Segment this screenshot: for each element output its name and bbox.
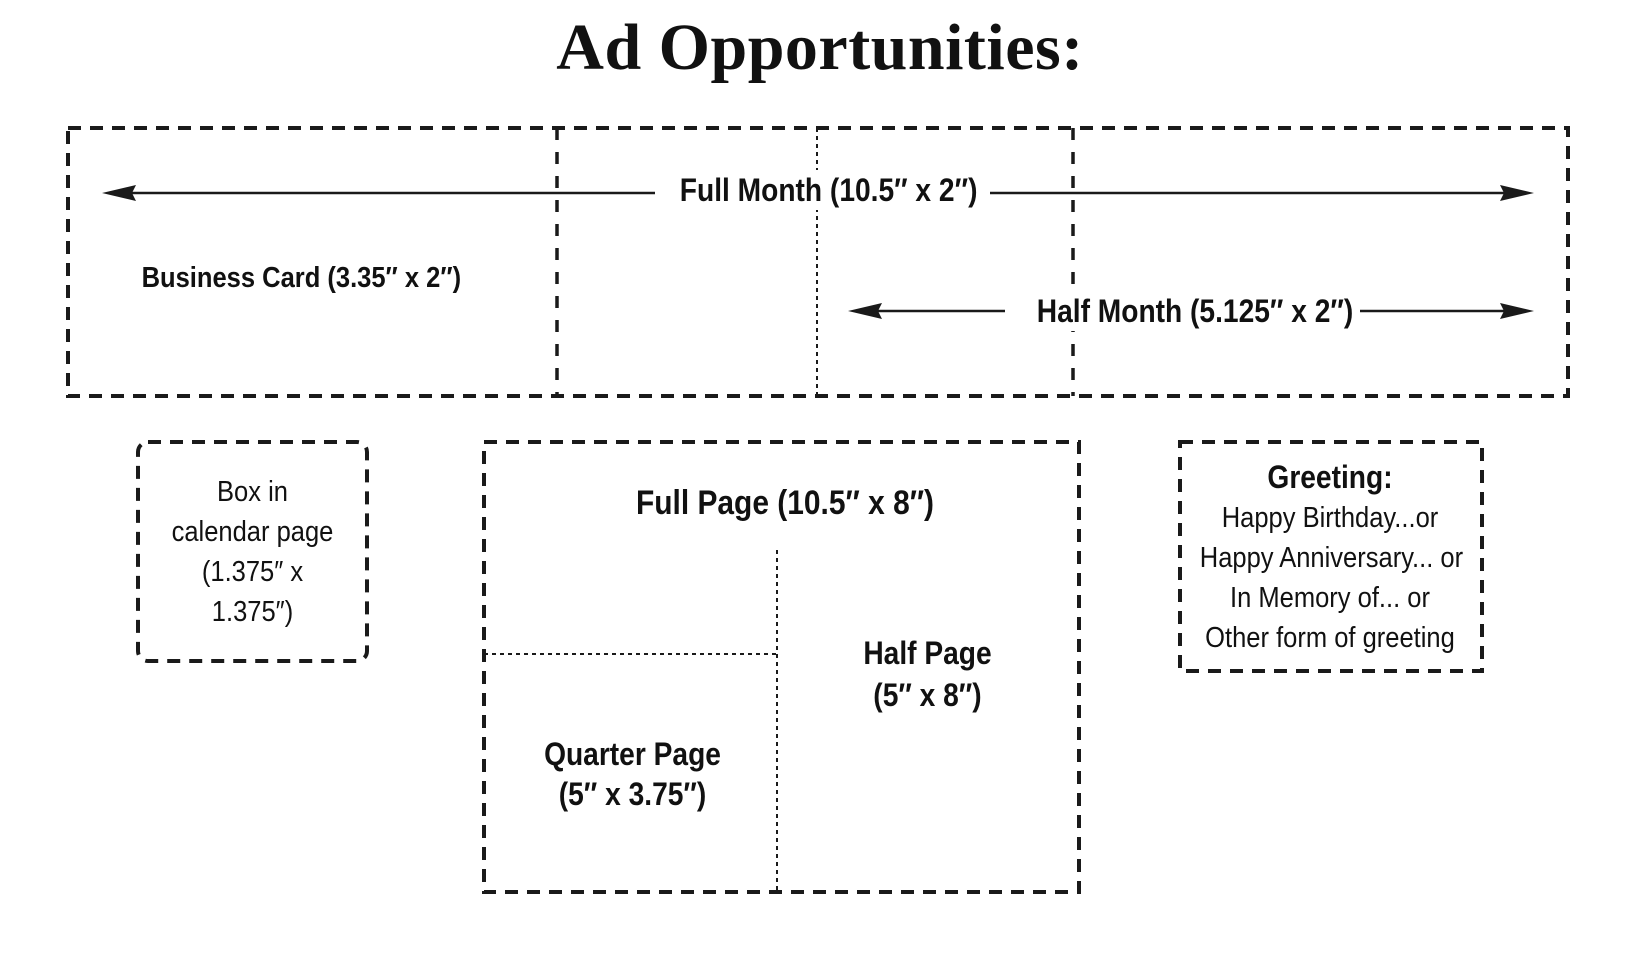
half-page-title: Half Page (863, 635, 992, 671)
quarter-page-size: (5″ x 3.75″) (558, 776, 707, 812)
quarter-page-title: Quarter Page (544, 736, 721, 772)
greeting-line: In Memory of... or (1230, 582, 1430, 614)
full-page-box (482, 440, 1081, 894)
calendar-box-line: Box in (217, 476, 288, 508)
greeting-line: Other form of greeting (1205, 622, 1455, 654)
half-month-arrow-right-head (1500, 303, 1534, 319)
half-month-label: Half Month (5.125″ x 2″) (1032, 291, 1358, 331)
greeting-box (1178, 440, 1484, 673)
full-month-label: Full Month (10.5″ x 2″) (679, 170, 978, 210)
quarter-page-label: Quarter Page (5″ x 3.75″) (534, 734, 732, 814)
half-month-arrow-left-head (848, 303, 882, 319)
full-month-arrow-right-head (1500, 185, 1534, 201)
greeting-label: Greeting: Happy Birthday...or Happy Anni… (1199, 456, 1464, 658)
calendar-box-line: calendar page (171, 516, 334, 548)
business-card-label: Business Card (3.35″ x 2″) (141, 262, 462, 294)
calendar-box-line: (1.375″ x (201, 556, 304, 588)
calendar-box-line: 1.375″) (211, 596, 294, 628)
full-page-label: Full Page (10.5″ x 8″) (635, 484, 935, 522)
greeting-line: Happy Birthday...or (1221, 502, 1439, 534)
greeting-title: Greeting: (1267, 459, 1393, 495)
page-title: Ad Opportunities: (556, 11, 1084, 84)
half-page-size: (5″ x 8″) (873, 677, 982, 713)
full-month-arrow-left-head (102, 185, 136, 201)
calendar-box-label: Box in calendar page (1.375″ x 1.375″) (154, 472, 352, 632)
greeting-line: Happy Anniversary... or (1199, 542, 1464, 574)
half-page-label: Half Page (5″ x 8″) (829, 632, 1027, 716)
